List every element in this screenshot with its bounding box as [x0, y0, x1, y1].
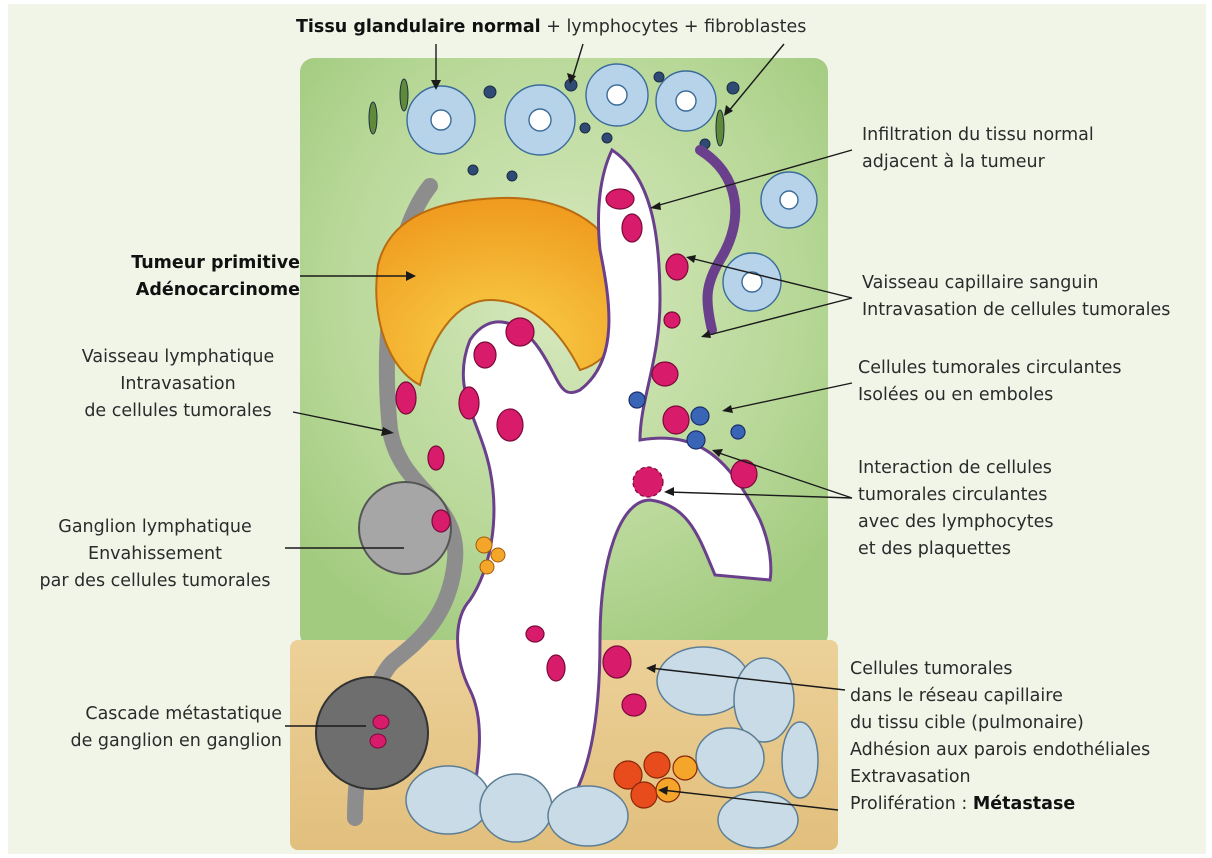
label-primary-tumor: Tumeur primitive Adénocarcinome [60, 250, 300, 304]
label-interaction-line1: Interaction de cellules [858, 455, 1053, 482]
label-interaction-line3: avec des lymphocytes [858, 509, 1053, 536]
label-tumor-line2: Adénocarcinome [60, 277, 300, 304]
label-cascade-line1: Cascade métastatique [40, 701, 282, 728]
label-lymphatic-line2: Intravasation [60, 371, 296, 398]
label-circulating-line1: Cellules tumorales circulantes [858, 355, 1121, 382]
label-normal-tissue-rest: + lymphocytes + fibroblastes [541, 17, 807, 37]
label-capillary-line1: Vaisseau capillaire sanguin [862, 270, 1170, 297]
label-tumor-line1: Tumeur primitive [60, 250, 300, 277]
label-infiltration-line2: adjacent à la tumeur [862, 149, 1094, 176]
label-metastase: Métastase [973, 794, 1075, 814]
label-target-network: Cellules tumorales dans le réseau capill… [850, 656, 1150, 818]
lymph-node-2 [316, 677, 428, 789]
label-network-line4: Adhésion aux parois endothéliales [850, 737, 1150, 764]
label-normal-tissue-bold: Tissu glandulaire normal [296, 17, 541, 37]
platelet-cluster [633, 467, 663, 497]
label-lymph-node: Ganglion lymphatique Envahissement par d… [25, 514, 285, 595]
label-lymphatic-vessel: Vaisseau lymphatique Intravasation de ce… [60, 344, 296, 425]
label-lymph-node-line1: Ganglion lymphatique [25, 514, 285, 541]
label-circulating-cells: Cellules tumorales circulantes Isolées o… [858, 355, 1121, 409]
label-interaction: Interaction de cellules tumorales circul… [858, 455, 1053, 563]
label-network-line5: Extravasation [850, 764, 1150, 791]
label-interaction-line2: tumorales circulantes [858, 482, 1053, 509]
label-lymph-node-line2: Envahissement [25, 541, 285, 568]
label-interaction-line4: et des plaquettes [858, 536, 1053, 563]
label-lymphatic-line1: Vaisseau lymphatique [60, 344, 296, 371]
label-lymphatic-line3: de cellules tumorales [60, 398, 296, 425]
label-lymph-node-line3: par des cellules tumorales [25, 568, 285, 595]
label-network-line3: du tissu cible (pulmonaire) [850, 710, 1150, 737]
label-infiltration-line1: Infiltration du tissu normal [862, 122, 1094, 149]
label-normal-tissue: Tissu glandulaire normal + lymphocytes +… [296, 14, 806, 41]
label-capillary-line2: Intravasation de cellules tumorales [862, 297, 1170, 324]
label-cascade-line2: de ganglion en ganglion [40, 728, 282, 755]
label-infiltration: Infiltration du tissu normal adjacent à … [862, 122, 1094, 176]
label-network-line1: Cellules tumorales [850, 656, 1150, 683]
label-proliferation: Prolifération : [850, 794, 973, 814]
label-blood-capillary: Vaisseau capillaire sanguin Intravasatio… [862, 270, 1170, 324]
label-cascade: Cascade métastatique de ganglion en gang… [40, 701, 282, 755]
label-network-line2: dans le réseau capillaire [850, 683, 1150, 710]
label-circulating-line2: Isolées ou en emboles [858, 382, 1121, 409]
label-network-line6: Prolifération : Métastase [850, 791, 1150, 818]
